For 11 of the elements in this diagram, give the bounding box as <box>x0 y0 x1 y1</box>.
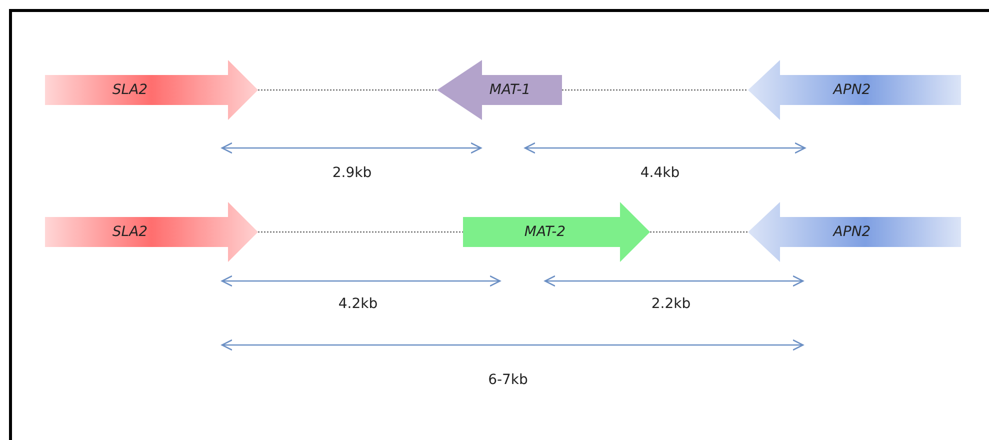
distance-label: 4.2kb <box>338 296 378 312</box>
gene-name: APN2 <box>833 82 871 98</box>
gene-name: MAT-1 <box>489 82 531 98</box>
gene-name: APN2 <box>833 224 871 240</box>
distance-label: 6-7kb <box>488 372 528 388</box>
gene-name: SLA2 <box>112 224 148 240</box>
gene-name: MAT-2 <box>524 224 566 240</box>
gene-name: SLA2 <box>112 82 148 98</box>
distance-label: 4.4kb <box>640 165 680 181</box>
distance-label: 2.2kb <box>651 296 691 312</box>
distance-label: 2.9kb <box>332 165 372 181</box>
